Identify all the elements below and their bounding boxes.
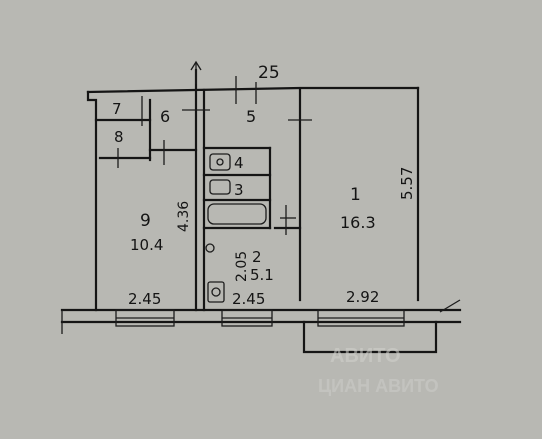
fixtures bbox=[205, 153, 267, 303]
room-5-label: 5 bbox=[246, 107, 256, 126]
watermark-line-2: ЦИАН АВИТО bbox=[318, 376, 439, 396]
room-3-label: 3 bbox=[234, 181, 244, 199]
room-9-area: 10.4 bbox=[130, 236, 163, 254]
door-marks bbox=[117, 76, 312, 235]
watermark-line-1: АВИТО bbox=[330, 345, 401, 367]
toilet-icon bbox=[207, 281, 225, 303]
outer-walls bbox=[60, 86, 462, 334]
room-8-label: 8 bbox=[114, 128, 124, 146]
dim-5-57-label: 5.57 bbox=[398, 167, 416, 200]
room-9-label: 9 bbox=[140, 211, 151, 231]
dim-2-92-label: 2.92 bbox=[346, 288, 379, 306]
room-6-label: 6 bbox=[160, 107, 170, 126]
basin-icon bbox=[209, 179, 231, 195]
room-4-label: 4 bbox=[234, 154, 244, 172]
dim-2-45-mid-label: 2.45 bbox=[232, 290, 265, 308]
room-2-label: 2 bbox=[252, 248, 262, 266]
dim-4-36-label: 4.36 bbox=[176, 201, 192, 232]
room-1-label: 1 bbox=[350, 185, 361, 205]
north-arrow-icon bbox=[190, 60, 202, 84]
dim-2-05-label: 2.05 bbox=[234, 251, 250, 282]
windows bbox=[115, 309, 405, 327]
balcony bbox=[302, 320, 438, 354]
room-7-label: 7 bbox=[112, 100, 122, 118]
dim-2-45-left-label: 2.45 bbox=[128, 290, 161, 308]
bathtub-icon bbox=[207, 203, 267, 225]
interior-walls bbox=[94, 68, 302, 312]
room-2-area: 5.1 bbox=[250, 266, 274, 284]
sink-icon bbox=[209, 153, 231, 171]
drain-icon bbox=[205, 243, 215, 253]
room-1-area: 16.3 bbox=[340, 213, 376, 232]
overall-width-label: 25 bbox=[258, 63, 280, 83]
